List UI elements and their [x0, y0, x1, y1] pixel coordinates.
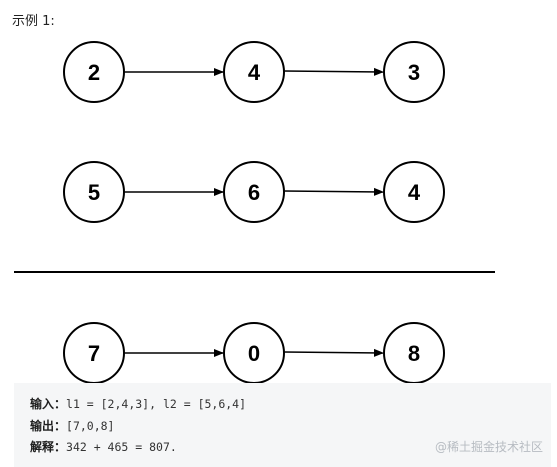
example-code-block: 输入：l1 = [2,4,3], l2 = [5,6,4] 输出：[7,0,8]…	[14, 383, 551, 467]
node-label: 6	[248, 180, 260, 205]
input-value: l1 = [2,4,3], l2 = [5,6,4]	[66, 397, 247, 411]
output-label: 输出：	[30, 419, 67, 433]
node-circle	[383, 161, 445, 223]
arrow-3-2	[283, 348, 384, 357]
input-line: 输入：l1 = [2,4,3], l2 = [5,6,4]	[30, 395, 246, 412]
list-row-l2: 5 6 4	[63, 161, 445, 223]
explanation-line: 解释：342 + 465 = 807.	[30, 438, 177, 455]
node-label: 7	[88, 341, 100, 366]
arrow-2-2	[283, 187, 384, 196]
list-row-l1: 2 4 3	[63, 41, 445, 103]
explanation-label: 解释：	[30, 440, 67, 454]
watermark-text: @稀土掘金技术社区	[434, 440, 543, 454]
example-title: 示例 1:	[12, 14, 55, 29]
output-line: 输出：[7,0,8]	[30, 417, 114, 434]
input-label: 输入：	[30, 397, 67, 411]
explanation-value: 342 + 465 = 807.	[66, 440, 177, 454]
output-value: [7,0,8]	[66, 419, 115, 433]
node-circle	[63, 41, 125, 103]
list-row-result: 7 0 8	[63, 322, 445, 384]
node-circle	[63, 161, 125, 223]
node-label: 2	[88, 60, 100, 85]
node-circle	[383, 41, 445, 103]
node-label: 5	[88, 180, 100, 205]
node-label: 3	[408, 60, 420, 85]
node-circle	[223, 41, 285, 103]
node-label: 4	[248, 60, 261, 85]
arrow-1-2	[283, 67, 384, 76]
node-label: 4	[408, 180, 421, 205]
node-circle	[223, 161, 285, 223]
node-label: 8	[408, 341, 420, 366]
node-label: 0	[248, 341, 260, 366]
